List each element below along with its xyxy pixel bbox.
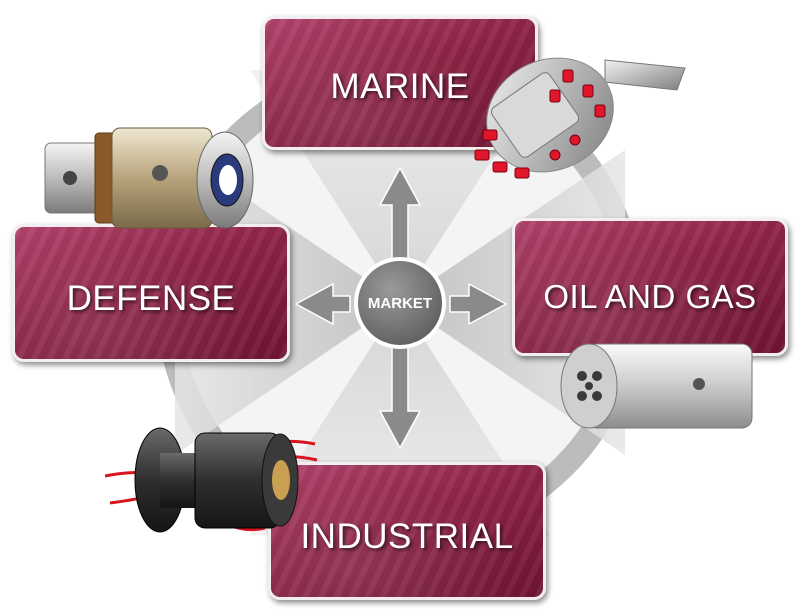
arrow-left <box>294 282 351 326</box>
hub-label: MARKET <box>367 294 433 312</box>
panel-defense[interactable]: DEFENSE <box>12 224 290 362</box>
defense-product-image <box>44 127 254 229</box>
panel-oil-and-gas[interactable]: OIL AND GAS <box>512 218 788 356</box>
arrow-right <box>449 282 508 326</box>
panel-industrial[interactable]: INDUSTRIAL <box>268 462 546 600</box>
oil-and-gas-label: OIL AND GAS <box>543 278 757 315</box>
industrial-label: INDUSTRIAL <box>300 517 514 556</box>
industrial-photo-background <box>271 465 543 597</box>
marine-label: MARINE <box>330 67 470 106</box>
marine-product-image <box>474 57 686 179</box>
arrows <box>294 166 508 450</box>
industrial-product-image <box>105 427 318 533</box>
oil-gas-photo-background <box>515 221 785 353</box>
oil-gas-product-image <box>560 343 753 429</box>
defense-label: DEFENSE <box>66 279 236 318</box>
hub-circle <box>354 257 446 349</box>
defense-photo-background <box>15 227 287 359</box>
